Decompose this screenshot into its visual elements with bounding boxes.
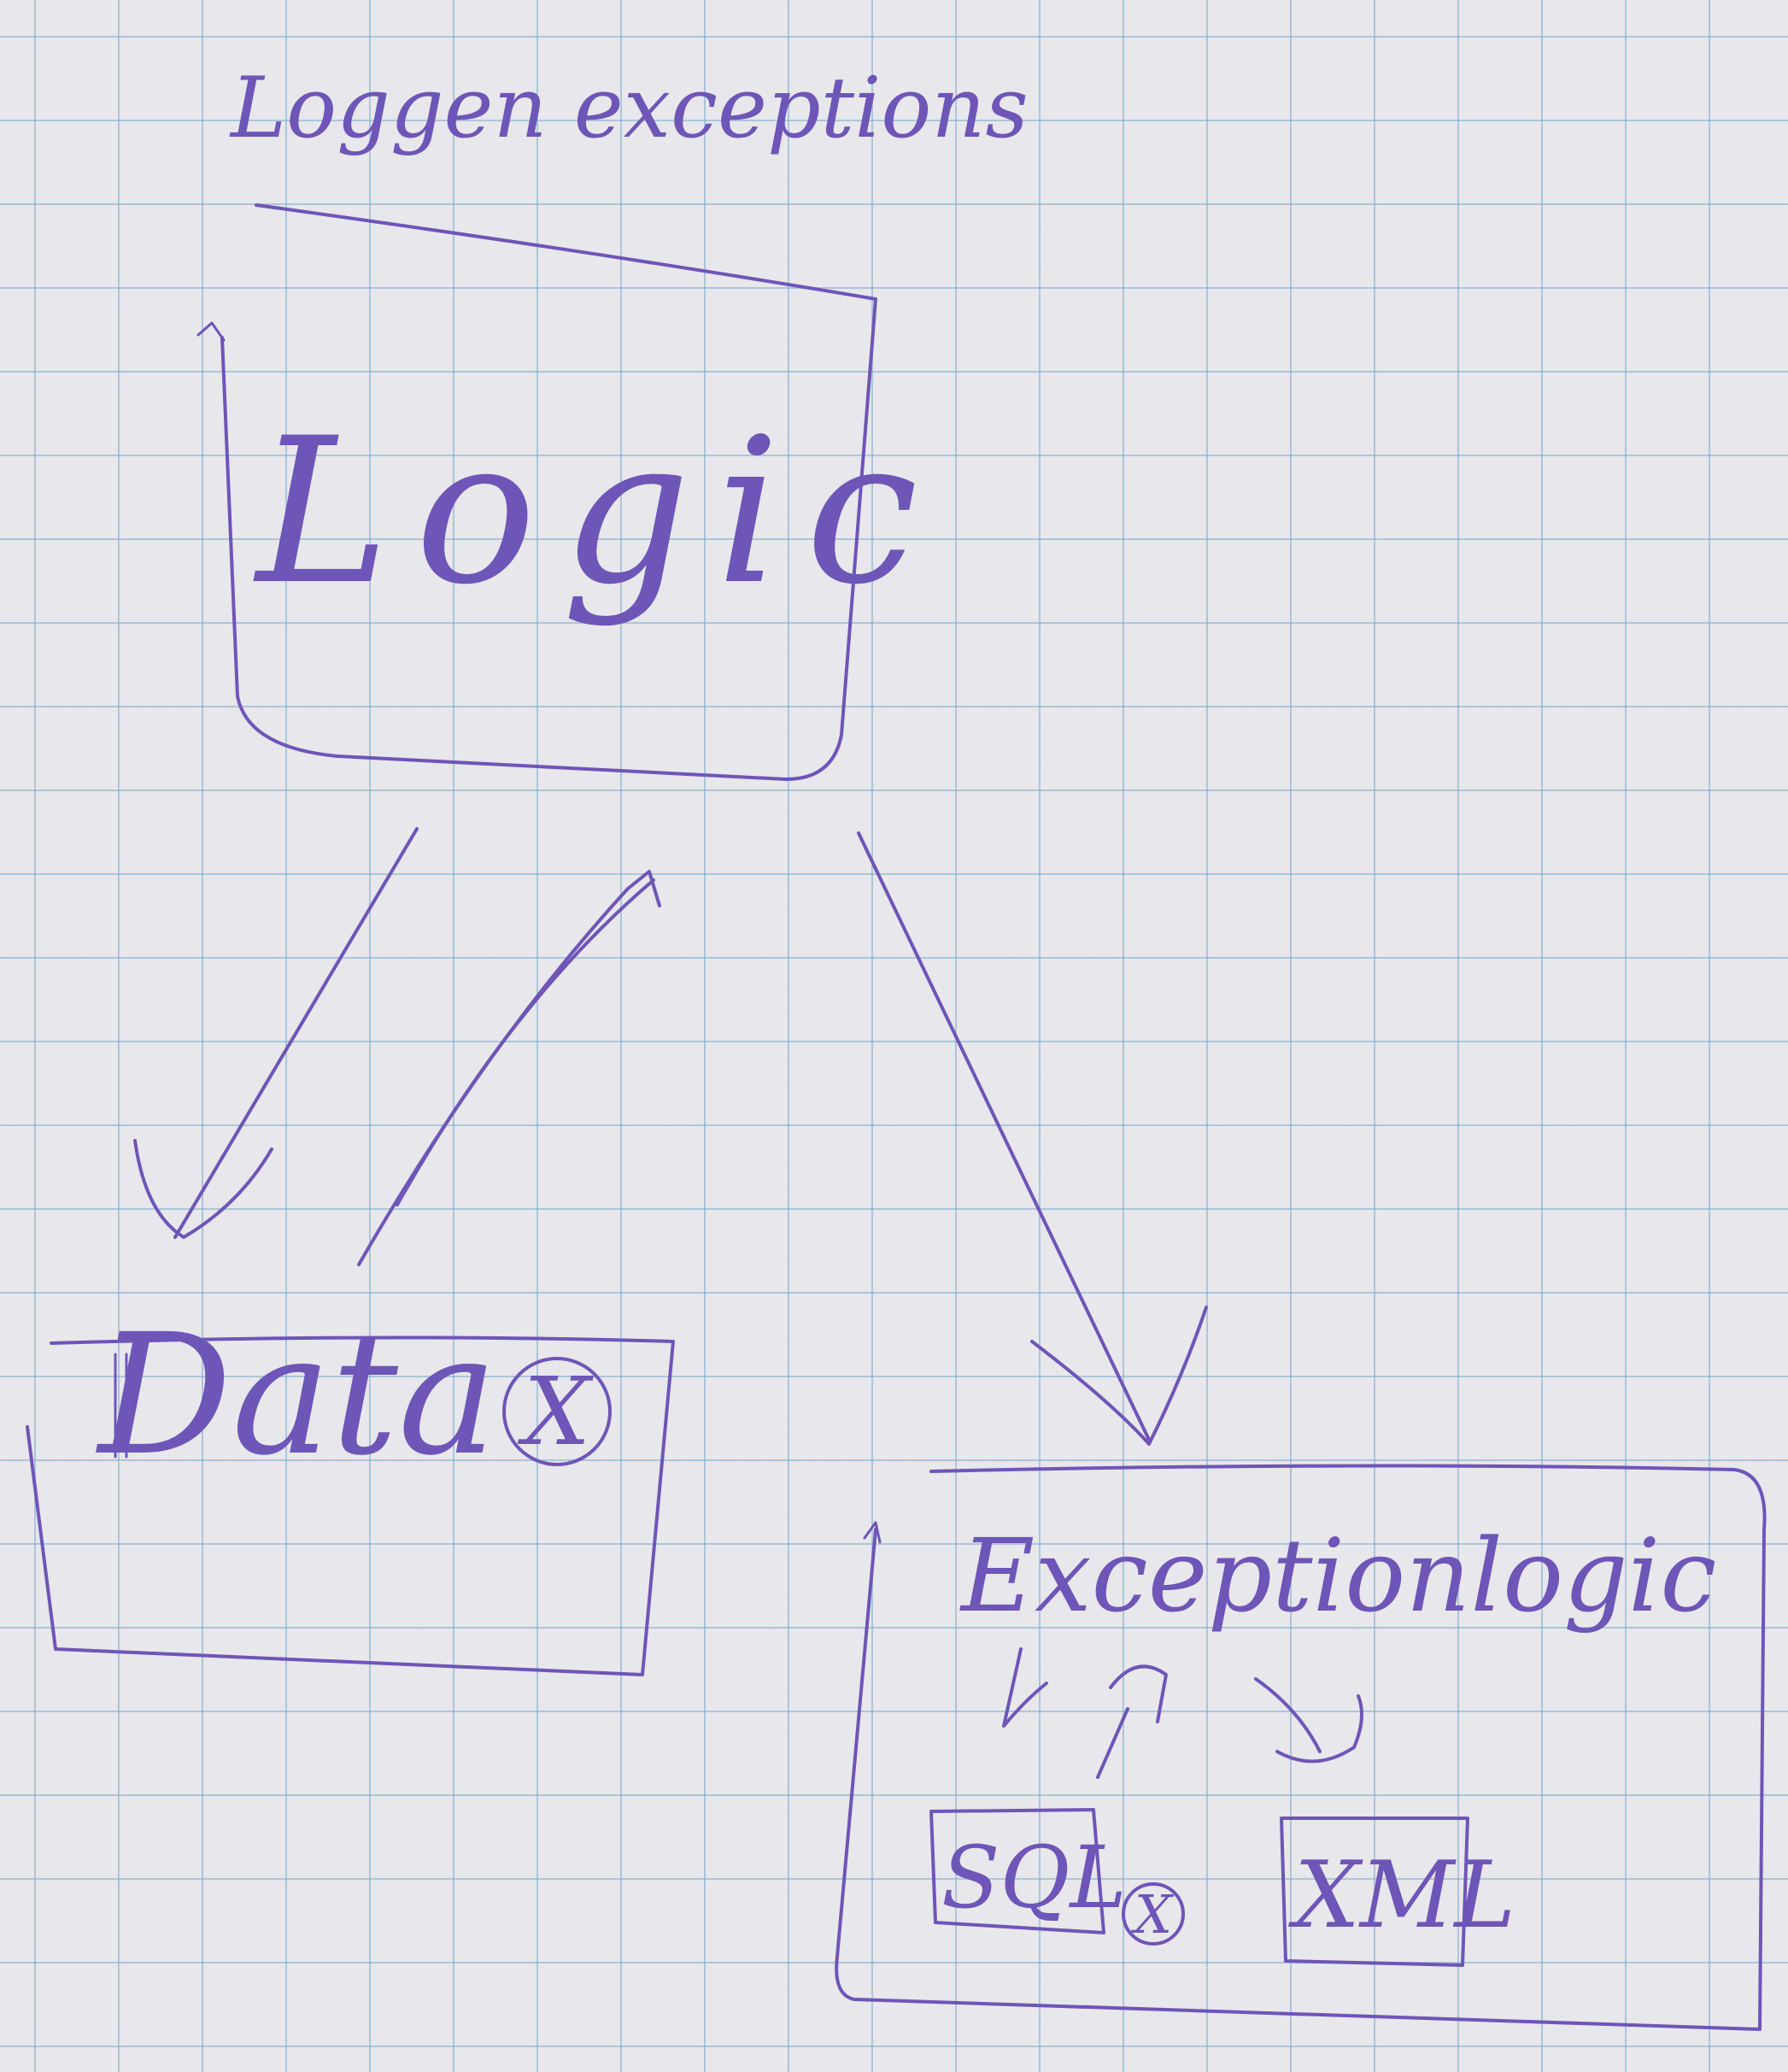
arrow-exceptionlogic-to-xml [1254, 1677, 1363, 1764]
data-error-badge: X [502, 1357, 612, 1466]
data-node: Data X [26, 1298, 675, 1676]
arrow-logic-to-exceptionlogic [857, 831, 1208, 1446]
sql-box [929, 1808, 1105, 1934]
diagram-title: Loggen exceptions [229, 60, 1029, 157]
arrow-logic-to-data [133, 827, 419, 1239]
exceptionlogic-box [835, 1464, 1767, 2031]
sql-error-badge: X [1122, 1882, 1185, 1946]
exceptionlogic-label: Exceptionlogic [959, 1517, 1716, 1635]
logic-box [220, 203, 877, 781]
logic-box-corner-tick [196, 321, 226, 342]
exceptionlogic-node: Exceptionlogic SQL X XML [835, 1464, 1767, 2031]
xml-label: XML [1288, 1842, 1515, 1949]
data-box [26, 1335, 675, 1676]
arrow-exceptionlogic-to-sql [1002, 1647, 1048, 1728]
data-label-emphasis [114, 1353, 128, 1459]
xml-box [1280, 1817, 1469, 1967]
sql-node: SQL X [929, 1808, 1185, 1946]
arrow-sql-to-exceptionlogic [1096, 1664, 1168, 1779]
logic-label: Logic [253, 396, 944, 629]
data-badge-label: X [517, 1357, 594, 1466]
sql-badge-label: X [1131, 1883, 1175, 1946]
exceptionlogic-box-corner-tick [863, 1521, 882, 1544]
logic-node: Logic [196, 203, 944, 781]
sql-label: SQL [941, 1828, 1127, 1928]
xml-node: XML [1280, 1817, 1515, 1967]
arrow-data-to-logic [357, 870, 661, 1266]
data-label: Data [96, 1298, 497, 1492]
